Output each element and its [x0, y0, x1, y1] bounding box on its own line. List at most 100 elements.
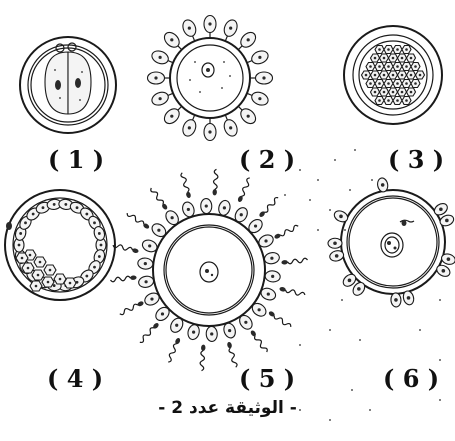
speck [354, 149, 356, 151]
spermatozoon-tail [229, 348, 237, 367]
blastomere-nucleus [369, 82, 372, 85]
follicle-nucleus [188, 126, 191, 129]
follicle-nucleus [144, 262, 147, 265]
speck [309, 199, 311, 201]
figure-caption: - الوثيقة عدد 2 - [0, 398, 455, 418]
inner-cell-mass-nucleus [69, 282, 72, 285]
spermatozoon-tail [288, 258, 308, 263]
spermatozoon-head [279, 286, 286, 292]
blastomere-nucleus [405, 82, 408, 85]
follicle-nucleus [144, 280, 147, 283]
trophoblast-nucleus [85, 213, 88, 216]
blastomere-nucleus [401, 57, 404, 60]
stage-2-drawing [148, 16, 273, 141]
follicle-nucleus [258, 97, 261, 100]
spermatozoon-tail [200, 351, 204, 371]
follicle-nucleus [192, 331, 195, 334]
blastomere-nucleus [378, 99, 381, 102]
spermatozoon-tail [110, 276, 130, 281]
follicle-nucleus [159, 56, 162, 59]
follicle-nucleus [228, 329, 231, 332]
follicle-nucleus [229, 126, 232, 129]
blastomere-nucleus [374, 57, 377, 60]
spermatozoon-head [227, 341, 233, 348]
spermatozoon-tail [264, 198, 278, 213]
blastomere-nucleus [383, 74, 386, 77]
follicle-nucleus [161, 312, 164, 315]
blastomere-nucleus [392, 57, 395, 60]
blastomere-nucleus [410, 91, 413, 94]
blastomere-nucleus [365, 74, 368, 77]
blastomere-nucleus [369, 65, 372, 68]
follicle-nucleus [240, 213, 243, 216]
spermatozoon-tail [214, 169, 218, 189]
stage-4-drawing [5, 190, 115, 300]
follicle-nucleus [357, 287, 361, 291]
blastomere-nucleus [401, 91, 404, 94]
spermatozoon-tail [168, 344, 176, 362]
follicle-nucleus [264, 239, 267, 242]
trophoblast-nucleus [98, 255, 101, 258]
follicle-nucleus [247, 38, 250, 41]
speck [329, 419, 331, 421]
follicle-nucleus [394, 298, 398, 302]
blastomere-nucleus [392, 74, 395, 77]
speck [351, 389, 353, 391]
trophoblast-nucleus [53, 203, 56, 206]
trophoblast-nucleus [42, 206, 45, 209]
blastomere-nucleus [405, 99, 408, 102]
follicle-nucleus [171, 216, 174, 219]
follicle-nucleus [148, 244, 151, 247]
speck [341, 299, 343, 301]
follicle-nucleus [170, 38, 173, 41]
follicle-nucleus [210, 332, 213, 335]
inner-cell-mass-nucleus [37, 274, 40, 277]
trophoblast-nucleus [98, 232, 101, 235]
trophoblast-nucleus [24, 221, 27, 224]
inner-cell-mass-nucleus [47, 281, 50, 284]
speck [419, 329, 421, 331]
speck [329, 329, 331, 331]
trophoblast-nucleus [93, 266, 96, 269]
blastomere-nucleus [387, 82, 390, 85]
blastomere-nucleus [378, 82, 381, 85]
speck [299, 169, 301, 171]
stage-1-label: ( 1 ) [48, 145, 104, 174]
spermatozoon-head [258, 210, 266, 218]
spermatozoon-head [185, 191, 191, 198]
inner-cell-mass-nucleus [21, 257, 24, 260]
blastomere-nucleus [410, 74, 413, 77]
blastomere-nucleus [405, 48, 408, 51]
trophoblast-nucleus [53, 284, 56, 287]
stage-2-label: ( 2 ) [239, 145, 295, 174]
speck [334, 159, 336, 161]
stage-5-label: ( 5 ) [239, 364, 295, 393]
follicle-nucleus [254, 224, 257, 227]
follicle-nucleus [348, 279, 352, 283]
spermatozoon-tail [280, 225, 298, 235]
follicle-nucleus [445, 219, 449, 223]
trophoblast-nucleus [18, 244, 21, 247]
stage-5-drawing [110, 169, 307, 370]
speck [359, 339, 361, 341]
blastomere-nucleus [405, 65, 408, 68]
inner-cell-mass-nucleus [59, 278, 62, 281]
follicle-nucleus [258, 308, 261, 311]
spermatozoon-head [137, 300, 145, 307]
speck [329, 209, 331, 211]
blastomere-nucleus [396, 82, 399, 85]
inner-cell-mass-nucleus [35, 285, 38, 288]
trophoblast-nucleus [93, 221, 96, 224]
stage-3-label: ( 3 ) [388, 145, 444, 174]
blastomere-nucleus [392, 91, 395, 94]
speck [439, 299, 441, 301]
spermatozoon-tail [242, 178, 250, 196]
follicle-nucleus [154, 76, 157, 79]
blastomere-nucleus [396, 48, 399, 51]
trophoblast-nucleus [76, 206, 79, 209]
trophoblast-nucleus [85, 275, 88, 278]
follicle-nucleus [258, 56, 261, 59]
speck [284, 194, 286, 196]
trophoblast-nucleus [100, 244, 103, 247]
spermatozoon-head [281, 260, 288, 265]
